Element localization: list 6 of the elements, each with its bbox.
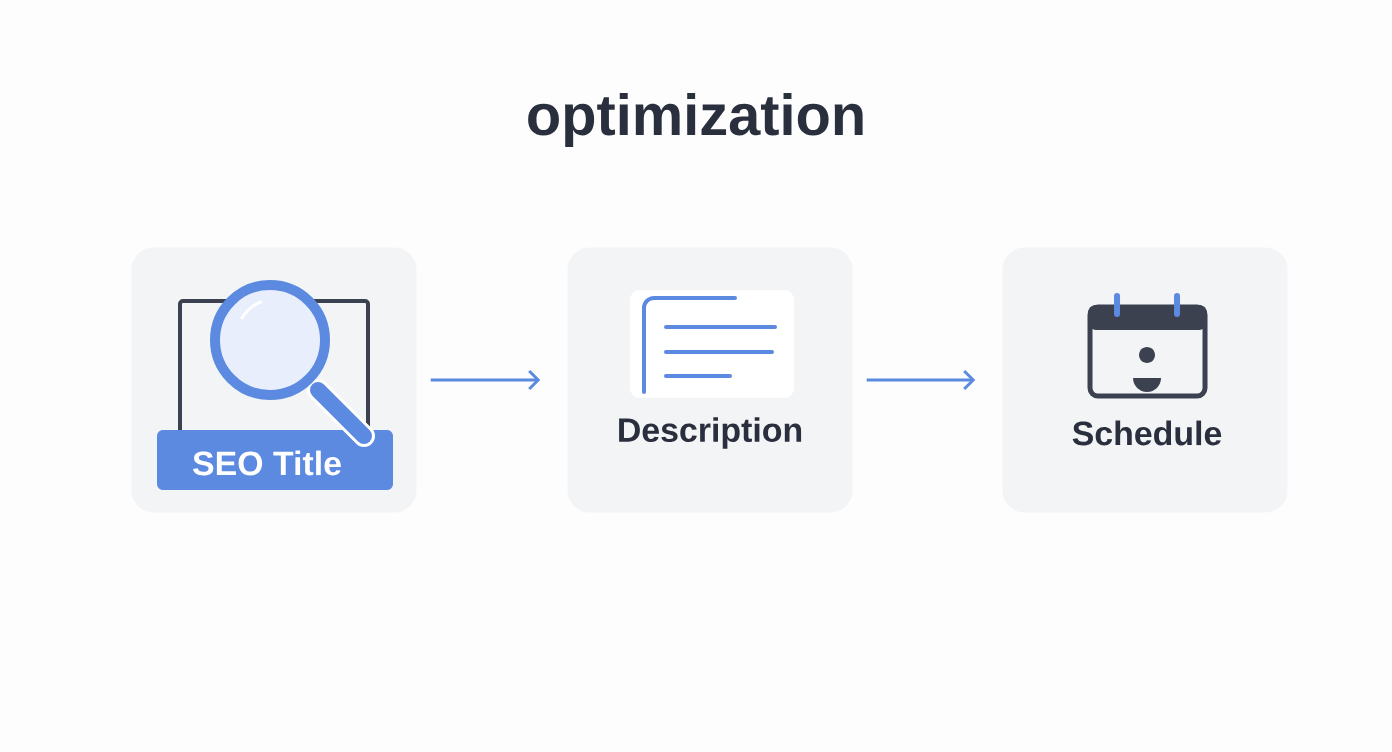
process-box: Schedule (1002, 247, 1288, 513)
title: optimization (528, 93, 863, 147)
process-box: SEO Title (131, 247, 417, 513)
arrow (866, 369, 976, 391)
arrow (430, 369, 541, 391)
process-box: Description (567, 247, 853, 513)
